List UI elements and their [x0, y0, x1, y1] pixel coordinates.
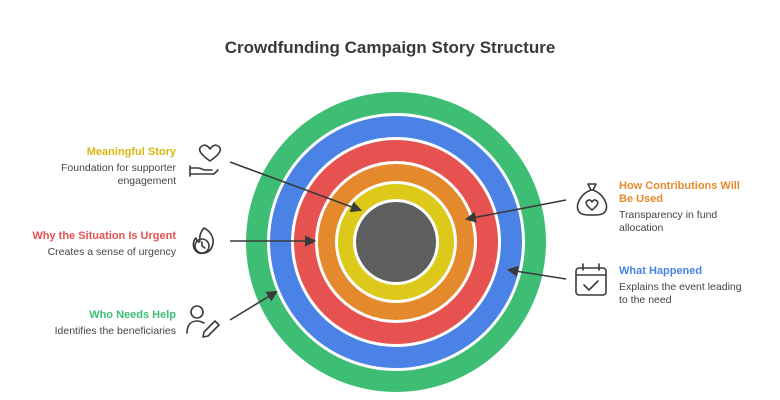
heading-who-needs-help: Who Needs Help — [89, 309, 176, 321]
desc-who-needs-help: Identifies the beneficiaries — [54, 325, 176, 337]
label-what-happened: What Happened Explains the event leading… — [619, 265, 751, 307]
desc-what-happened: Explains the event leading to the need — [619, 281, 742, 306]
calendar-check-icon — [575, 263, 607, 296]
label-contributions: How Contributions Will Be Used Transpare… — [619, 180, 751, 235]
money-bag-icon — [576, 183, 608, 216]
diagram-title: Crowdfunding Campaign Story Structure — [224, 38, 556, 57]
heading-urgency: Why the Situation Is Urgent — [32, 230, 176, 242]
heading-what-happened: What Happened — [619, 265, 703, 277]
heart-hand-icon — [189, 144, 222, 177]
user-edit-icon — [186, 305, 220, 338]
desc-meaningful-story: Foundation for supporter engagement — [61, 162, 176, 187]
heading-meaningful-story: Meaningful Story — [86, 146, 176, 158]
label-who-needs-help: Who Needs Help Identifies the beneficiar… — [40, 309, 176, 338]
desc-urgency: Creates a sense of urgency — [47, 246, 176, 258]
ring-core — [356, 202, 436, 282]
arrow-what-happened — [506, 265, 567, 280]
arrow-contributions — [464, 199, 567, 223]
arrow-who-needs-help — [229, 290, 278, 321]
label-urgency: Why the Situation Is Urgent Creates a se… — [20, 230, 176, 259]
clock-fire-icon — [192, 227, 214, 255]
desc-contributions: Transparency in fund allocation — [619, 209, 718, 234]
heading-contributions: How Contributions Will Be Used — [619, 180, 740, 205]
label-meaningful-story: Meaningful Story Foundation for supporte… — [40, 146, 176, 188]
arrow-meaningful-story — [229, 161, 363, 213]
